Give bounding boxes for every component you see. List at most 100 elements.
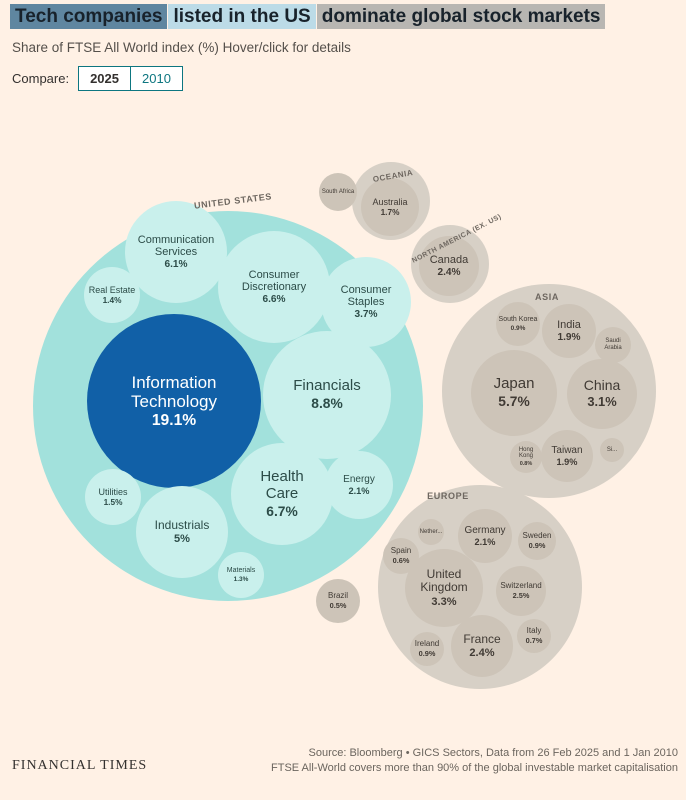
chart-subtitle: Share of FTSE All World index (%) Hover/… bbox=[12, 40, 351, 55]
bubble-label: Real Estate bbox=[88, 284, 136, 295]
bubble-label: Ireland bbox=[414, 638, 440, 648]
bubble-value: 3.7% bbox=[354, 309, 378, 321]
bubble-label: Hong Kong bbox=[518, 446, 534, 460]
bubble-value: 5.7% bbox=[498, 394, 530, 410]
bubble-singapore[interactable]: Si... bbox=[600, 438, 624, 462]
bubble-label: Australia bbox=[372, 196, 408, 207]
bubble-label: Italy bbox=[526, 625, 542, 635]
source-note: Source: Bloomberg • GICS Sectors, Data f… bbox=[271, 746, 678, 776]
bubble-value: 0.6% bbox=[392, 555, 410, 565]
bubble-label: Canada bbox=[429, 253, 469, 266]
bubble-value: 0.8% bbox=[519, 461, 533, 468]
bubble-value: 2.1% bbox=[348, 485, 370, 496]
region-label: EUROPE bbox=[427, 491, 469, 501]
bubble-label: Japan bbox=[493, 375, 535, 393]
bubble-label: Si... bbox=[606, 446, 618, 453]
bubble-value: 2.1% bbox=[474, 536, 496, 547]
source-line-1: Source: Bloomberg • GICS Sectors, Data f… bbox=[308, 747, 679, 759]
bubble-value: 0.9% bbox=[528, 540, 546, 550]
bubble-label: South Korea bbox=[498, 315, 538, 323]
year-2010-button[interactable]: 2010 bbox=[130, 67, 182, 90]
bubble-value: 1.4% bbox=[102, 295, 122, 305]
title-highlight-us: listed in the US bbox=[168, 4, 316, 29]
bubble-value: 19.1% bbox=[151, 411, 197, 429]
bubble-value: 2.5% bbox=[512, 590, 530, 600]
compare-label: Compare: bbox=[12, 71, 70, 86]
bubble-saudi-arabia[interactable]: Saudi Arabia bbox=[595, 327, 631, 363]
bubble-value: 1.7% bbox=[380, 207, 400, 217]
bubble-value: 3.1% bbox=[587, 394, 617, 410]
bubble-label: France bbox=[463, 631, 501, 646]
compare-control: Compare: 2025 2010 bbox=[12, 66, 183, 91]
bubble-value: 3.3% bbox=[431, 595, 457, 608]
year-2025-button[interactable]: 2025 bbox=[90, 71, 119, 86]
bubble-label: India bbox=[557, 318, 581, 331]
region-label: UNITED STATES bbox=[193, 191, 273, 211]
bubble-value: 1.3% bbox=[233, 575, 249, 583]
bubble-label: Brazil bbox=[327, 590, 348, 600]
bubble-value: 0.7% bbox=[525, 635, 543, 645]
bubble-value: 2.4% bbox=[469, 647, 495, 660]
bubble-label: Consumer Staples bbox=[340, 283, 392, 308]
region-label: ASIA bbox=[534, 292, 560, 302]
bubble-label: United Kingdom bbox=[420, 566, 468, 595]
title-highlight-rest: dominate global stock markets bbox=[316, 4, 606, 29]
bubble-label: China bbox=[583, 377, 621, 394]
bubble-value: 5% bbox=[174, 533, 190, 546]
bubble-label: Sweden bbox=[522, 530, 552, 540]
bubble-label: Saudi Arabia bbox=[604, 338, 622, 351]
bubble-label: Materials bbox=[226, 566, 256, 574]
bubble-label: Consumer Discretionary bbox=[241, 268, 307, 293]
title-highlight-tech: Tech companies bbox=[10, 4, 168, 29]
bubble-value: 2.4% bbox=[437, 266, 461, 278]
bubble-label: Germany bbox=[464, 524, 506, 536]
bubble-label: South Africa bbox=[321, 188, 355, 195]
bubble-label: Financials bbox=[293, 377, 361, 395]
bubble-label: Industrials bbox=[154, 517, 210, 532]
bubble-label: Energy bbox=[343, 473, 375, 485]
year-toggle: 2025 2010 bbox=[78, 66, 183, 91]
bubble-value: 1.9% bbox=[556, 456, 578, 467]
bubble-value: 6.7% bbox=[266, 503, 298, 519]
bubble-south-africa[interactable]: South Africa bbox=[319, 173, 357, 211]
bubble-value: 0.5% bbox=[329, 600, 347, 610]
bubble-value: 0.9% bbox=[418, 648, 436, 658]
bubble-label: Switzerland bbox=[500, 580, 542, 590]
bubble-value: 8.8% bbox=[311, 396, 343, 412]
bubble-label: Spain bbox=[390, 545, 412, 555]
bubble-label: Information Technology bbox=[130, 372, 217, 411]
bubble-label: Health Care bbox=[260, 467, 304, 502]
bubble-value: 0.9% bbox=[510, 324, 526, 332]
bubble-netherlands[interactable]: Nether... bbox=[418, 519, 444, 545]
